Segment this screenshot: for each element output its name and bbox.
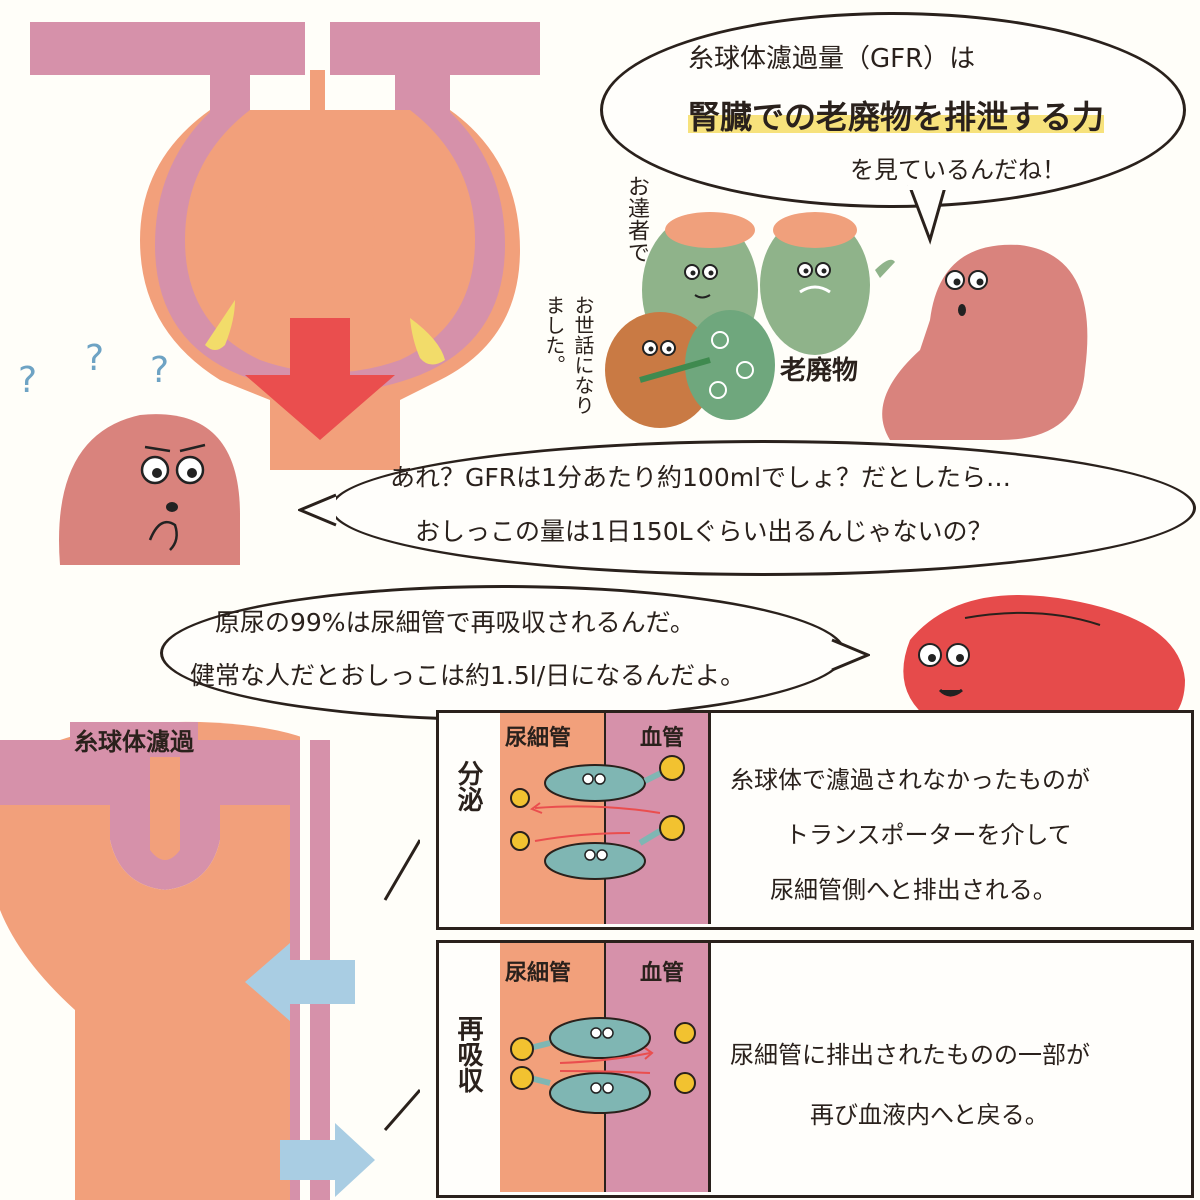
arrow-left-blue	[245, 943, 355, 1021]
bubble-line-highlight: 腎臓での老廃物を排泄する力	[688, 98, 1105, 136]
secretion-desc-2: トランスポーターを介して	[785, 821, 1072, 849]
question-mark-3: ?	[150, 350, 170, 391]
bubble-line-gfr: 糸球体濾過量（GFR）は	[688, 44, 976, 74]
reabsorption-side-label: 再吸収	[453, 1015, 483, 1093]
glomerular-filtration-label: 糸球体濾過	[70, 722, 198, 757]
vertical-text-farewell: お達者で	[624, 175, 649, 263]
reabsorption-figure	[500, 943, 710, 1192]
secretion-desc-3: 尿細管側へと排出される。	[770, 876, 1057, 904]
bubble-tail-right	[831, 638, 870, 672]
glomerulus-illustration	[30, 22, 540, 470]
arrow-right-blue	[280, 1123, 375, 1197]
answer-line-2: 健常な人だとおしっこは約1.5l/日になるんだよ。	[190, 661, 746, 690]
waste-characters	[605, 212, 1088, 440]
secretion-col-tubule: 尿細管	[505, 726, 572, 751]
question-line-1: あれ？GFRは1分あたり約100mlでしょ？だとしたら…	[390, 463, 1012, 492]
secretion-divider	[708, 713, 711, 924]
answer-line-1: 原尿の99%は尿細管で再吸収されるんだ。	[215, 608, 695, 637]
secretion-side-label: 分泌	[453, 760, 483, 812]
reabsorption-desc-2: 再び血液内へと戻る。	[810, 1101, 1049, 1129]
reabsorption-col-tubule: 尿細管	[505, 961, 572, 986]
waste-label: 老廃物	[780, 356, 859, 386]
vertical-text-thanks: お世話になりました。	[542, 295, 595, 415]
question-line-2: おしっこの量は1日150Lぐらい出るんじゃないの？	[415, 517, 993, 546]
confused-kidney-character	[59, 414, 240, 565]
reabsorption-desc-1: 尿細管に排出されたものの一部が	[730, 1041, 1090, 1069]
secretion-figure	[500, 713, 710, 924]
red-kidney-character	[903, 595, 1185, 735]
reabsorption-divider	[708, 943, 711, 1192]
bubble-tail	[907, 185, 948, 245]
reabsorption-col-vessel: 血管	[640, 961, 685, 986]
red-down-arrow	[245, 318, 395, 440]
secretion-desc-1: 糸球体で濾過されなかったものが	[730, 766, 1090, 794]
tubule-diagram	[0, 710, 420, 1200]
bubble-line-observe: を見ているんだね！	[850, 156, 1066, 184]
question-mark-1: ?	[18, 360, 38, 401]
secretion-col-vessel: 血管	[640, 726, 685, 751]
bubble-tail-left	[298, 493, 337, 527]
question-mark-2: ?	[85, 338, 105, 379]
